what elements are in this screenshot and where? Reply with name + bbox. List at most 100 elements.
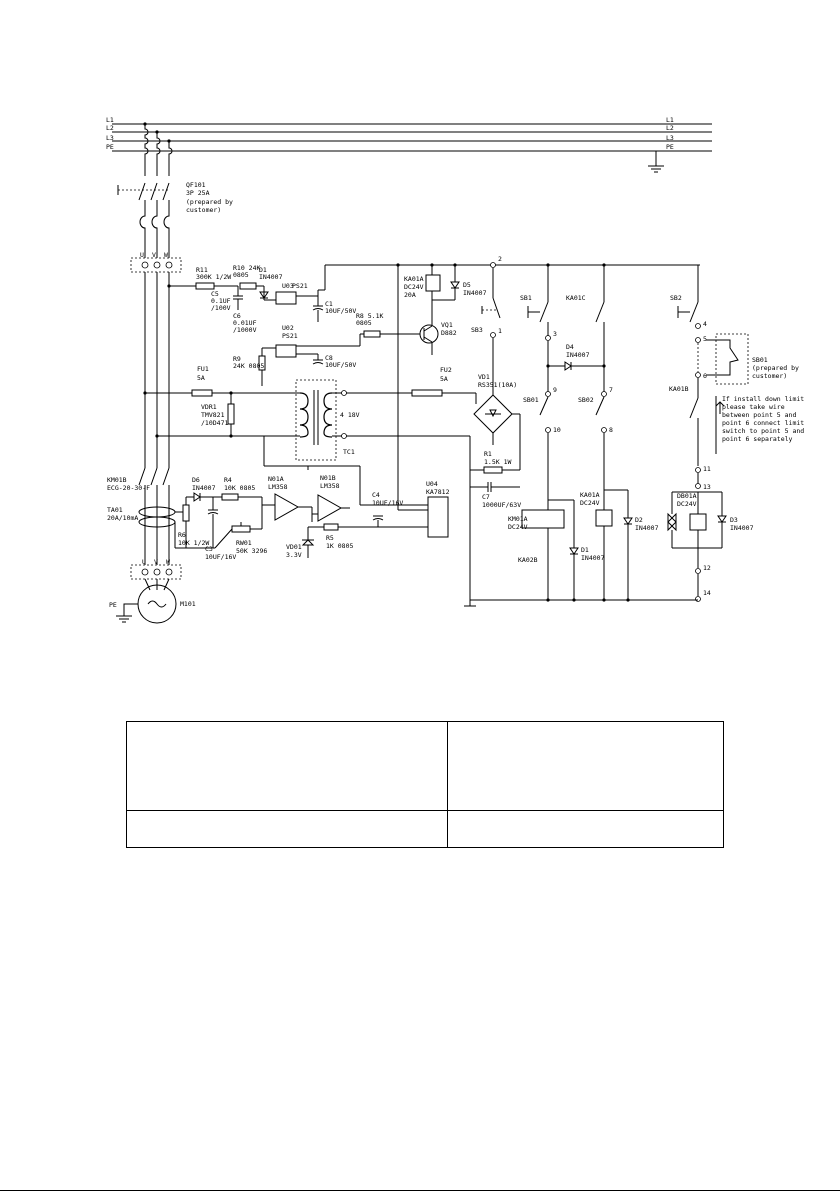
r1-c7: R1 1.5K 1W C7 1000UF/63V [470, 450, 521, 509]
tc1-secondary: 4 18V [340, 411, 360, 419]
c6-label: C6 [233, 312, 241, 320]
c8-label: C8 [325, 354, 333, 362]
vd1-model: RS351(10A) [478, 381, 517, 389]
tc1-transformer: 4 18V TC1 [295, 379, 470, 461]
sb01r-label: SB01 [752, 356, 768, 364]
d1b-value: IN4007 [581, 554, 605, 562]
c4-label: C4 [372, 491, 380, 499]
r9-value: 24K 0805 [233, 362, 264, 370]
qf101-note-2: customer) [186, 206, 221, 214]
m101-label: M101 [180, 600, 196, 608]
bus-label-l3-left: L3 [106, 134, 114, 142]
install-note: If install down limit please take wire b… [715, 395, 804, 454]
fu1-value: 5A [197, 374, 205, 382]
ka01a-mid-label: KA01A [580, 491, 600, 499]
d1-value: IN4007 [259, 273, 283, 281]
sb2-label: SB2 [670, 294, 682, 302]
vq1-label: VQ1 [441, 321, 453, 329]
bottom-rail [464, 598, 698, 607]
pin-2: 2 [498, 255, 502, 263]
fu2-value: 5A [440, 375, 448, 383]
bus-label-l1-right: L1 [666, 116, 674, 124]
circuit-schematic: L1 L2 L3 PE L1 L2 L3 PE QF101 3P 25A (pr [106, 116, 804, 624]
qf101-rating: 3P 25A [186, 189, 210, 197]
db01a-voltage: DC24V [677, 500, 697, 508]
c5-value: 0.1UF [211, 297, 231, 305]
r9-label: R9 [233, 355, 241, 363]
vdr1-label: VDR1 [201, 403, 217, 411]
power-bus: L1 L2 L3 PE L1 L2 L3 PE [106, 116, 712, 173]
vd1-label: VD1 [478, 373, 490, 381]
bottom-rule [0, 1190, 840, 1191]
c5-label: C5 [211, 290, 219, 298]
note-line-6: point 6 separately [722, 435, 793, 443]
note-line-4: point 6 connect limit [722, 419, 804, 427]
u04-model: KA7812 [426, 488, 450, 496]
ka01a-top-current: 20A [404, 291, 416, 299]
tc1-label: TC1 [343, 448, 355, 456]
sb3-label: SB3 [471, 326, 483, 334]
bus-label-l2-right: L2 [666, 124, 674, 132]
r1-label: R1 [484, 450, 492, 458]
c3-label: C3 [205, 545, 213, 553]
d1-u03-block: D1 IN4007 U03 PS21 C1 10UF/50V [256, 266, 356, 322]
km01b-label: KM01B [107, 476, 127, 484]
vd01-value: 3.3V [286, 551, 302, 559]
table-cell [126, 721, 448, 811]
r10-label: R10 24K [233, 264, 260, 272]
pin-10: 10 [553, 426, 561, 434]
qf101-label: QF101 [186, 181, 206, 189]
d4-value: IN4007 [566, 351, 590, 359]
r8-value: 0805 [356, 319, 372, 327]
terminal-w-top: W [164, 251, 168, 259]
u02-label: U02 [282, 324, 294, 332]
vdr1-model-alt: /10D471 [201, 419, 228, 427]
ka01a-coil-top: KA01A DC24V 20A D5 IN4007 [397, 265, 487, 510]
ka01a-mid-voltage: DC24V [580, 499, 600, 507]
vd01-label: VD01 [286, 543, 302, 551]
ka02b-label: KA02B [518, 556, 538, 564]
d2-label: D2 [635, 516, 643, 524]
ka01a-top-voltage: DC24V [404, 283, 424, 291]
terminal-v-top: V [152, 251, 156, 259]
table-row [126, 810, 724, 848]
sb01r-note-2: customer) [752, 372, 787, 380]
c3-value: 10UF/16V [205, 553, 236, 561]
d1b-label: D1 [581, 546, 589, 554]
r11-resistor: R11 300K 1/2W [169, 266, 238, 290]
pin-4: 4 [703, 320, 707, 328]
three-phase-trunk: QF101 3P 25A (prepared by customer) U KM… [107, 122, 233, 624]
r11-value: 300K 1/2W [196, 273, 231, 281]
pin-5: 5 [703, 335, 707, 343]
table-row [126, 721, 724, 811]
sb01-label: SB01 [523, 396, 539, 404]
c1-label: C1 [325, 300, 333, 308]
u04-label: U04 [426, 480, 438, 488]
d3-label: D3 [730, 516, 738, 524]
km01a-voltage: DC24V [508, 523, 528, 531]
note-line-1: If install down limit [722, 395, 804, 403]
ta01-rating: 20A/10mA [107, 514, 138, 522]
note-line-3: between point 5 and [722, 411, 796, 419]
c8-value: 10UF/50V [325, 361, 356, 369]
c5-voltage: /100V [211, 304, 231, 312]
ps21-label: PS21 [292, 282, 308, 290]
pin-6: 6 [703, 372, 707, 380]
c1-value: 10UF/50V [325, 307, 356, 315]
d6-value: IN4007 [192, 484, 216, 492]
rw01-label: RW01 [236, 539, 252, 547]
c6-voltage: /1000V [233, 326, 257, 334]
fu2-label: FU2 [440, 366, 452, 374]
pin-11: 11 [703, 465, 711, 473]
bus-label-l2-left: L2 [106, 124, 114, 132]
sb2-column: SB2 4 5 6 SB01 (prepared by customer) KA… [667, 265, 799, 602]
r1-value: 1.5K 1W [484, 458, 511, 466]
ka01c-label: KA01C [566, 294, 586, 302]
note-line-2: please take wire [722, 403, 785, 411]
sb02-label: SB02 [578, 396, 594, 404]
ka01a-top-label: KA01A [404, 275, 424, 283]
table-cell [126, 810, 448, 848]
u02-model: PS21 [282, 332, 298, 340]
table-cell [447, 721, 724, 811]
fu2-fuse: FU2 5A [411, 366, 476, 397]
